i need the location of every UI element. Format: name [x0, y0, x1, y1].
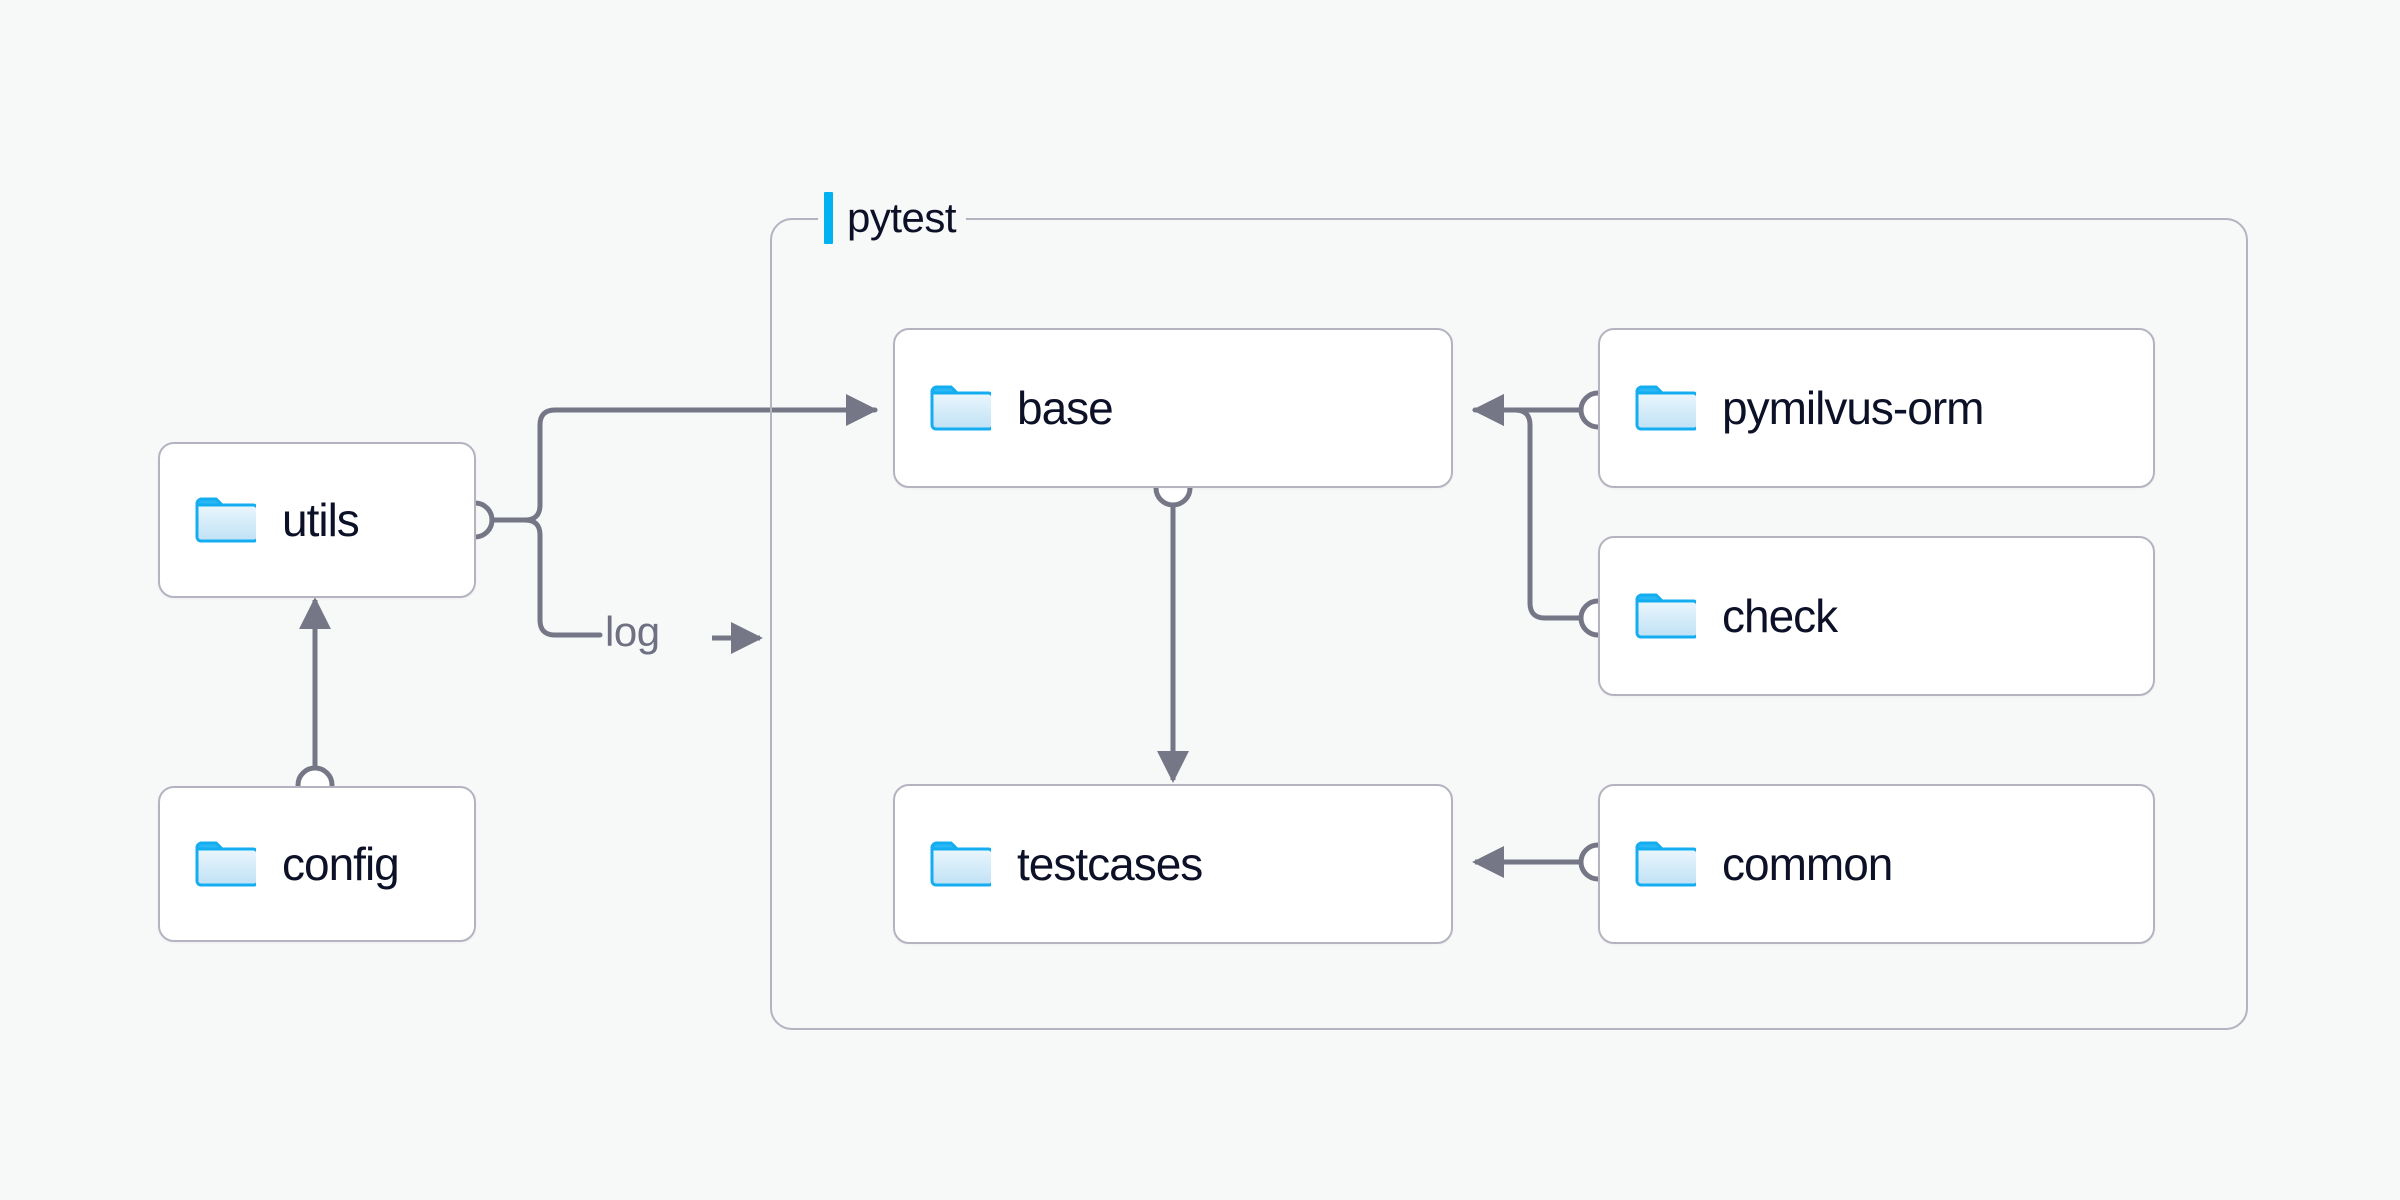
folder-icon [1635, 593, 1696, 639]
folder-icon [1635, 841, 1696, 887]
node-common-label: common [1722, 838, 1893, 890]
group-pytest-container[interactable] [770, 218, 2248, 1030]
node-base-label: base [1017, 382, 1114, 434]
accent-bar-icon [824, 192, 833, 244]
node-check-label: check [1722, 590, 1838, 642]
folder-icon [195, 497, 256, 543]
node-testcases-label: testcases [1017, 838, 1203, 890]
node-config-label: config [282, 838, 400, 890]
node-base[interactable]: base [893, 328, 1453, 488]
folder-icon [195, 841, 256, 887]
node-utils[interactable]: utils [158, 442, 476, 598]
edge-label-log: log [605, 608, 660, 655]
node-pymilvus-orm-label: pymilvus-orm [1722, 382, 1984, 434]
node-utils-label: utils [282, 494, 360, 546]
folder-icon [930, 385, 991, 431]
group-pytest-title: pytest [847, 194, 957, 241]
node-testcases[interactable]: testcases [893, 784, 1453, 944]
edge-utils-to-log [487, 517, 603, 638]
group-pytest-title-wrap: pytest [818, 190, 967, 246]
node-config[interactable]: config [158, 786, 476, 942]
folder-icon [1635, 385, 1696, 431]
node-pymilvus-orm[interactable]: pymilvus-orm [1598, 328, 2155, 488]
folder-icon [930, 841, 991, 887]
node-common[interactable]: common [1598, 784, 2155, 944]
node-check[interactable]: check [1598, 536, 2155, 696]
